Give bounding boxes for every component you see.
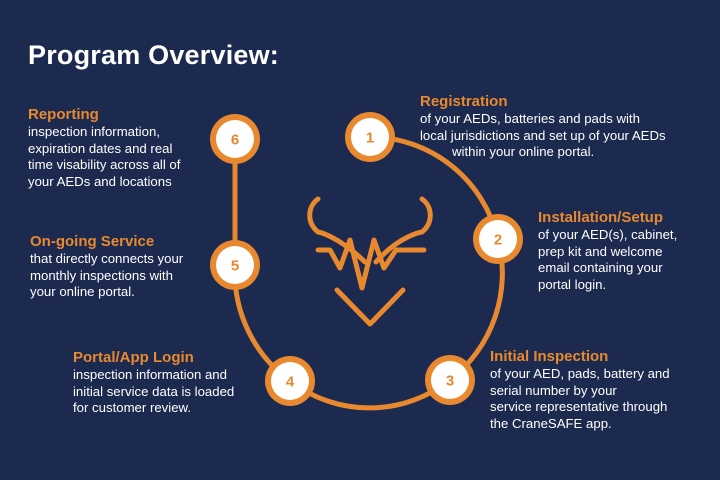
step-desc-line: expiration dates and real (28, 140, 173, 156)
step-node-face (351, 118, 389, 156)
step-title: On-going Service (30, 233, 155, 250)
step-title: Reporting (28, 106, 99, 123)
step-node-number: 4 (286, 374, 295, 391)
step-node-number: 3 (446, 373, 454, 390)
step-registration: Registration of your AEDs, batteries and… (420, 93, 720, 161)
step-desc-line: of your AED(s), cabinet, (538, 227, 678, 242)
step-desc-line: that directly connects your (30, 251, 184, 266)
step-node-face (271, 362, 309, 400)
step-node-1: 1 (345, 112, 395, 162)
step-title: Portal/App Login (73, 349, 194, 366)
page-title: Program Overview: (28, 40, 280, 70)
step-desc-line: local jurisdictions and set up of your A… (420, 127, 666, 143)
step-desc-line: your AEDs and locations (28, 173, 172, 189)
step-node-number: 1 (366, 130, 374, 147)
step-desc-line: inspection information, (28, 124, 160, 139)
step-desc-line: monthly inspections with (30, 267, 173, 283)
step-desc-line: initial service data is loaded (73, 383, 235, 399)
step-node-number: 5 (231, 258, 239, 275)
step-title: Installation/Setup (538, 209, 664, 226)
step-desc-line: portal login. (538, 276, 607, 292)
step-node-6: 6 (210, 114, 260, 164)
step-ongoing-service: On-going Service that directly connects … (30, 233, 215, 301)
heart-pulse-icon (307, 196, 433, 327)
step-desc-line: the CraneSAFE app. (490, 415, 612, 431)
step-desc-line: prep kit and welcome (538, 243, 663, 259)
step-initial-inspection: Initial Inspection of your AED, pads, ba… (490, 348, 715, 432)
step-reporting: Reporting inspection information, expira… (28, 106, 213, 190)
step-desc-line: inspection information and (73, 367, 227, 382)
step-desc-line: of your AED, pads, battery and (490, 366, 670, 381)
step-desc-line: serial number by your (490, 382, 617, 398)
step-desc-line: your online portal. (30, 284, 135, 299)
step-installation: Installation/Setup of your AED(s), cabin… (538, 209, 718, 293)
step-portal-login: Portal/App Login inspection information … (73, 349, 273, 417)
step-node-face (216, 246, 254, 284)
step-title: Initial Inspection (490, 348, 609, 365)
step-title: Registration (420, 93, 508, 110)
step-node-number: 2 (494, 232, 502, 249)
step-desc-line: for customer review. (73, 400, 191, 415)
step-desc-line: within your online portal. (452, 144, 595, 159)
step-node-3: 3 (425, 355, 475, 405)
step-node-2: 2 (473, 214, 523, 264)
step-node-4: 4 (265, 356, 315, 406)
step-node-face (479, 220, 517, 258)
step-node-face (431, 361, 469, 399)
step-desc-line: service representative through (490, 399, 668, 414)
step-desc-line: time visability across all of (28, 157, 181, 172)
step-node-5: 5 (210, 240, 260, 290)
step-desc-line: email containing your (538, 260, 663, 275)
step-node-face (216, 120, 254, 158)
step-desc-line: of your AEDs, batteries and pads with (420, 111, 640, 126)
step-node-number: 6 (231, 132, 239, 149)
